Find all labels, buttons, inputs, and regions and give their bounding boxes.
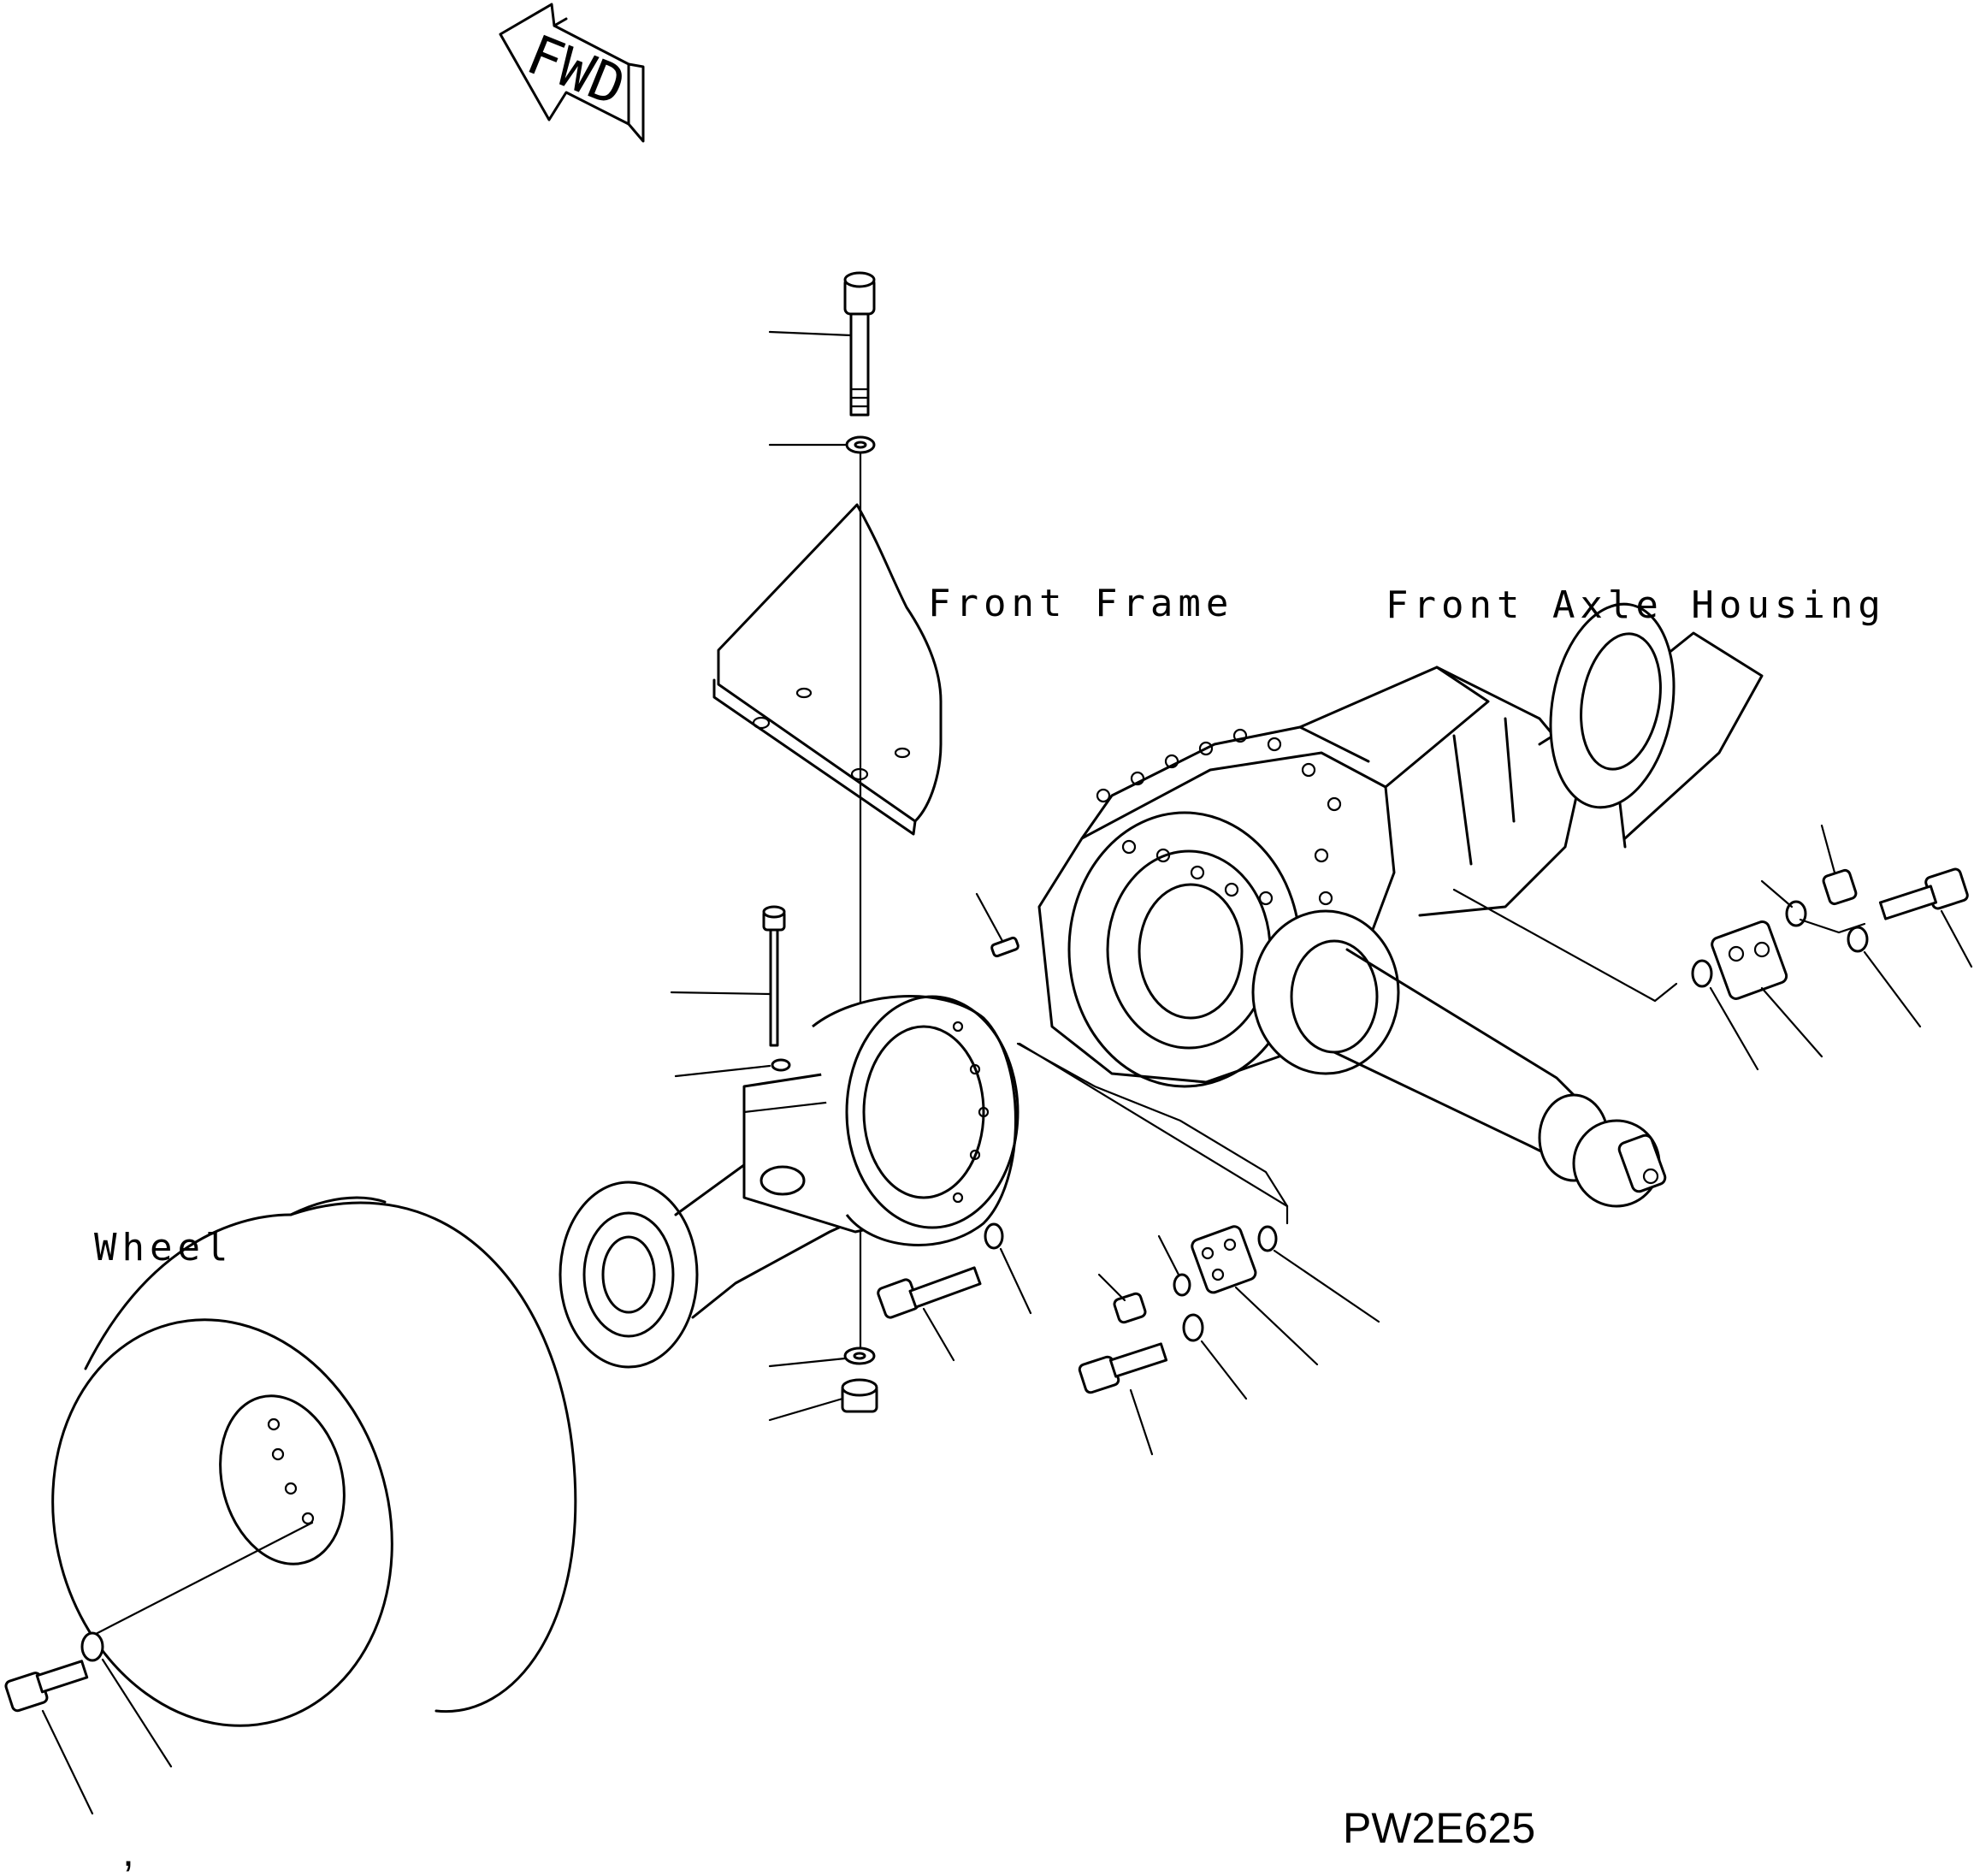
frame-leader-line — [1016, 1042, 1289, 1208]
grease-fitting — [670, 905, 791, 1078]
brake-housing — [812, 995, 1020, 1246]
housing-pin — [975, 892, 1020, 958]
fwd-arrow-text: FWD — [518, 24, 634, 120]
stray-mark: , — [122, 1827, 134, 1875]
front-frame-label: Front Frame — [928, 582, 1234, 625]
drawing-code: PW2E625 — [1343, 1804, 1536, 1852]
front-frame-part — [712, 503, 943, 836]
front-block-group — [1018, 1042, 1380, 1456]
knuckle-bolt — [877, 1222, 1032, 1362]
fwd-arrow: FWD — [499, 3, 645, 143]
rear-block-group — [1452, 824, 1973, 1071]
front-axle-housing — [1037, 602, 1764, 1088]
front-axle-housing-label: Front Axle Housing — [1386, 583, 1886, 627]
king-pin-bolt — [768, 271, 876, 417]
wheel-rim — [51, 1196, 577, 1727]
wheel-label: Wheel — [94, 1226, 233, 1269]
drive-shaft — [1251, 909, 1667, 1208]
bottom-washer-nut — [768, 1346, 878, 1422]
wheel-bolt — [4, 1631, 173, 1815]
top-washer — [768, 435, 876, 454]
